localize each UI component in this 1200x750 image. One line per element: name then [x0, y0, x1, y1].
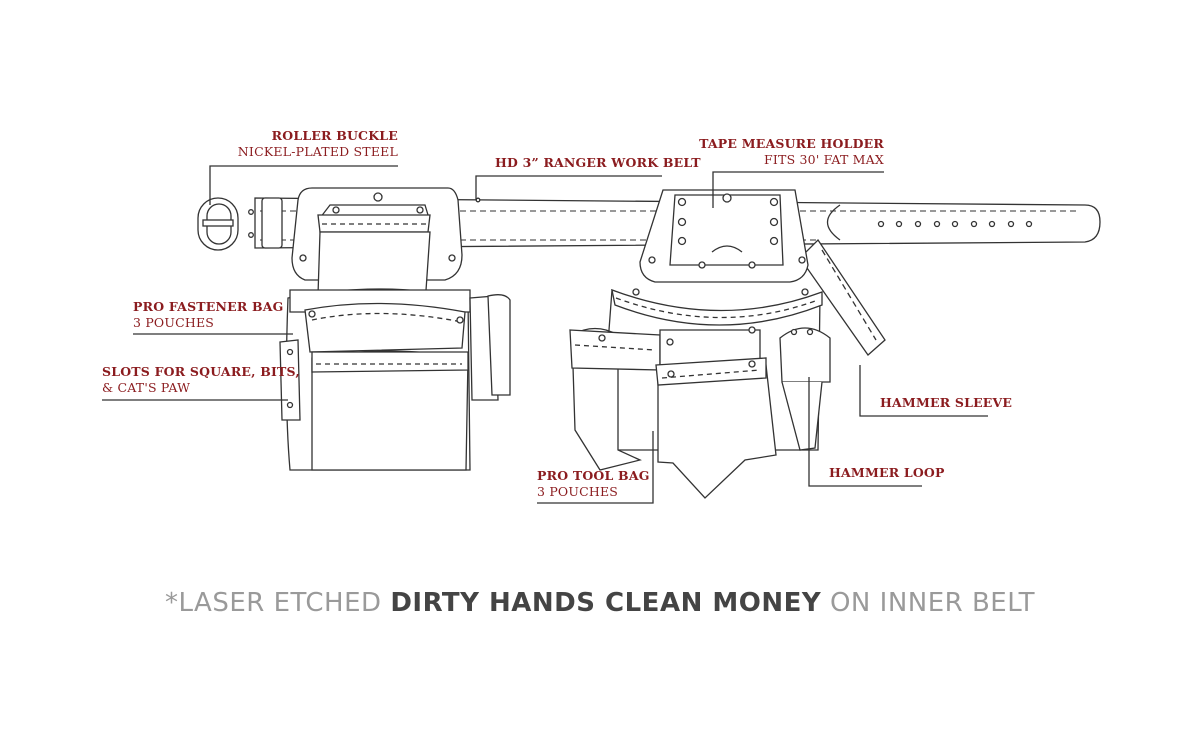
callout-title: PRO TOOL BAG: [537, 468, 650, 483]
callout-work-belt: HD 3” RANGER WORK BELT: [495, 155, 701, 171]
leader-tape-holder: [712, 171, 884, 208]
leader-work-belt: [475, 175, 662, 200]
leader-roller-buckle: [209, 165, 398, 205]
leader-hammer-loop: [808, 377, 922, 487]
callout-subtitle: 3 POUCHES: [537, 484, 619, 499]
leader-hammer-sleeve: [859, 365, 988, 417]
leader-lines: [102, 165, 988, 504]
callout-subtitle: & CAT'S PAW: [102, 380, 191, 395]
note-prefix: *LASER ETCHED: [164, 588, 391, 618]
leader-tool-bag: [537, 431, 654, 504]
callout-slots: SLOTS FOR SQUARE, BITS, & CAT'S PAW: [102, 364, 300, 396]
callout-subtitle: FITS 30' FAT MAX: [764, 152, 884, 167]
callout-title: TAPE MEASURE HOLDER: [699, 136, 884, 151]
callout-title: HD 3” RANGER WORK BELT: [495, 155, 701, 170]
callout-title: SLOTS FOR SQUARE, BITS,: [102, 364, 300, 379]
callout-title: ROLLER BUCKLE: [271, 128, 398, 143]
callout-hammer-loop: HAMMER LOOP: [829, 465, 945, 481]
callout-tape-holder: TAPE MEASURE HOLDER FITS 30' FAT MAX: [699, 136, 884, 168]
roller-buckle: [197, 197, 283, 251]
callout-title: PRO FASTENER BAG: [133, 299, 284, 314]
callout-subtitle: NICKEL-PLATED STEEL: [237, 144, 398, 159]
pro-fastener-bag: [279, 187, 511, 471]
callout-subtitle: 3 POUCHES: [133, 315, 215, 330]
callout-title: HAMMER LOOP: [829, 465, 945, 480]
callout-tool-bag: PRO TOOL BAG 3 POUCHES: [537, 468, 650, 500]
callout-fastener-bag: PRO FASTENER BAG 3 POUCHES: [133, 299, 284, 331]
laser-etch-note: *LASER ETCHED DIRTY HANDS CLEAN MONEY ON…: [0, 588, 1200, 618]
callout-title: HAMMER SLEEVE: [880, 395, 1013, 410]
callout-roller-buckle: ROLLER BUCKLE NICKEL-PLATED STEEL: [238, 128, 398, 160]
callout-hammer-sleeve: HAMMER SLEEVE: [880, 395, 1012, 411]
note-emphasis: DIRTY HANDS CLEAN MONEY: [390, 588, 822, 618]
pro-tool-bag: [569, 189, 886, 499]
note-suffix: ON INNER BELT: [821, 588, 1036, 618]
